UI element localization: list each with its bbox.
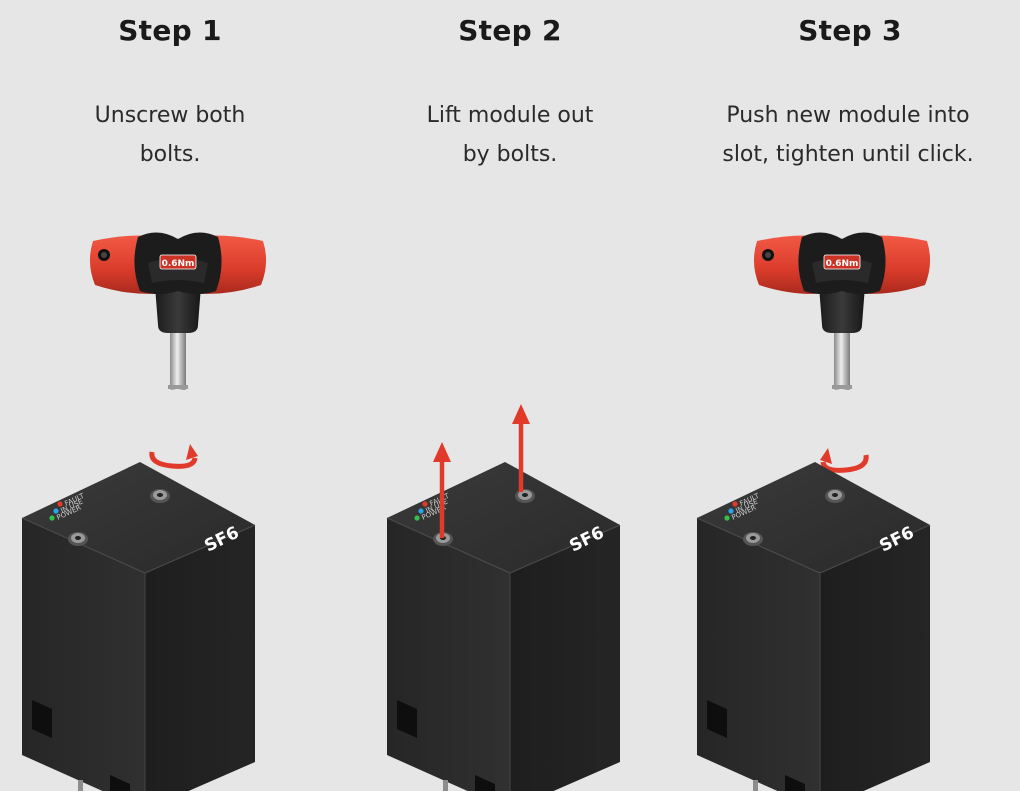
instruction-line: bolts. — [139, 142, 201, 167]
torque-label: 0.6Nm — [826, 259, 859, 269]
step-illustration: 0.6Nm FAULT IN USE POWER SF6 — [696, 232, 931, 791]
sf6-module-icon: FAULT IN USE POWER SF6 — [386, 461, 621, 791]
torque-screwdriver-icon: 0.6Nm — [89, 232, 267, 391]
torque-screwdriver-icon: 0.6Nm — [753, 232, 931, 391]
instruction-line: slot, tighten until click. — [722, 142, 974, 167]
step-instruction: Lift module out by bolts. — [340, 96, 680, 174]
step-3-panel: Step 3 Push new module into slot, tighte… — [680, 0, 1020, 791]
step-illustration: 0.6Nm FAULT IN USE POWER SF6 — [21, 232, 267, 791]
step-illustration: FAULT IN USE POWER SF6 — [386, 404, 621, 791]
instruction-line: Unscrew both — [94, 103, 246, 128]
step-title: Step 1 — [118, 14, 222, 47]
torque-label: 0.6Nm — [162, 259, 195, 269]
step-instruction: Push new module into slot, tighten until… — [678, 96, 1018, 174]
step-title: Step 2 — [458, 14, 562, 47]
sf6-module-icon: FAULT IN USE POWER SF6 — [21, 461, 256, 791]
lift-arrow-icon — [512, 404, 530, 492]
instruction-line: Lift module out — [426, 103, 594, 128]
sf6-module-icon: FAULT IN USE POWER SF6 — [696, 461, 931, 791]
step-title: Step 3 — [798, 14, 902, 47]
rotate-arrow-icon — [149, 444, 198, 469]
instruction-line: by bolts. — [462, 142, 558, 167]
step-1-panel: Step 1 Unscrew both bolts. 0.6Nm FAULT I… — [0, 0, 340, 791]
step-instruction: Unscrew both bolts. — [0, 96, 340, 174]
step-2-panel: Step 2 Lift module out by bolts. FAULT I… — [340, 0, 680, 791]
rotate-arrow-icon — [820, 448, 869, 473]
lift-arrow-icon — [433, 442, 451, 538]
instruction-line: Push new module into — [726, 103, 970, 128]
